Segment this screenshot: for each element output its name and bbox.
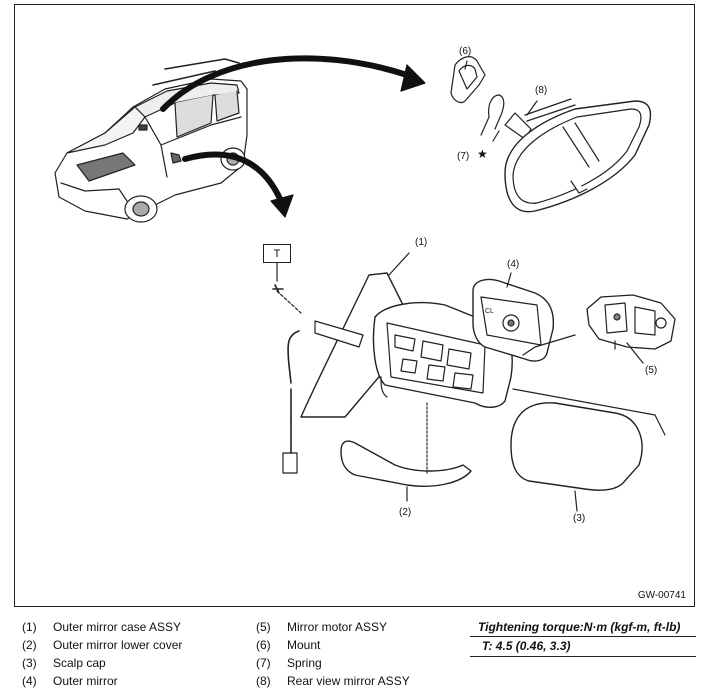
legend-label: Outer mirror case ASSY (53, 620, 182, 634)
callout-4: (4) (507, 259, 520, 270)
torque-value: T: 4.5 (0.46, 3.3) (470, 637, 696, 657)
legend-number: (2) (22, 638, 37, 652)
legend-label: Scalp cap (53, 656, 106, 670)
legend-label: Outer mirror lower cover (53, 638, 183, 652)
torque-title: Tightening torque:N·m (kgf-m, ft-lb) (470, 620, 696, 637)
callout-7: (7) (457, 151, 470, 162)
legend-label: Spring (287, 656, 322, 670)
legend-label: Outer mirror (53, 674, 118, 688)
legend-number: (1) (22, 620, 37, 634)
outer-mirror-exploded: CL (272, 60, 676, 512)
svg-text:CL: CL (485, 308, 494, 315)
legend-label: Mount (287, 638, 321, 652)
legend-number: (7) (256, 656, 271, 670)
legend-label: Rear view mirror ASSY (287, 674, 410, 688)
legend-number: (3) (22, 656, 37, 670)
diagram-frame: CL T (1) (2) (3) (4) (5) (6) (7) (14, 4, 695, 607)
diagram-code: GW-00741 (637, 590, 686, 601)
vehicle-illustration (54, 58, 248, 223)
callout-3: (3) (573, 513, 586, 524)
star-marker: ★ (477, 147, 488, 161)
rear-view-mirror-group (450, 56, 652, 213)
callout-2: (2) (399, 507, 412, 518)
callout-5: (5) (645, 365, 658, 376)
exploded-view-illustration: CL (54, 55, 676, 512)
callout-1: (1) (415, 237, 428, 248)
legend-number: (8) (256, 674, 271, 688)
callout-8: (8) (535, 85, 548, 96)
torque-marker-t: T (263, 244, 291, 263)
legend-label: Mirror motor ASSY (287, 620, 388, 634)
legend-number: (4) (22, 674, 37, 688)
tightening-torque-table: Tightening torque:N·m (kgf-m, ft-lb) T: … (470, 620, 696, 657)
legend-number: (5) (256, 620, 271, 634)
legend-number: (6) (256, 638, 271, 652)
callout-6: (6) (459, 46, 472, 57)
detail-arrows (160, 55, 426, 218)
